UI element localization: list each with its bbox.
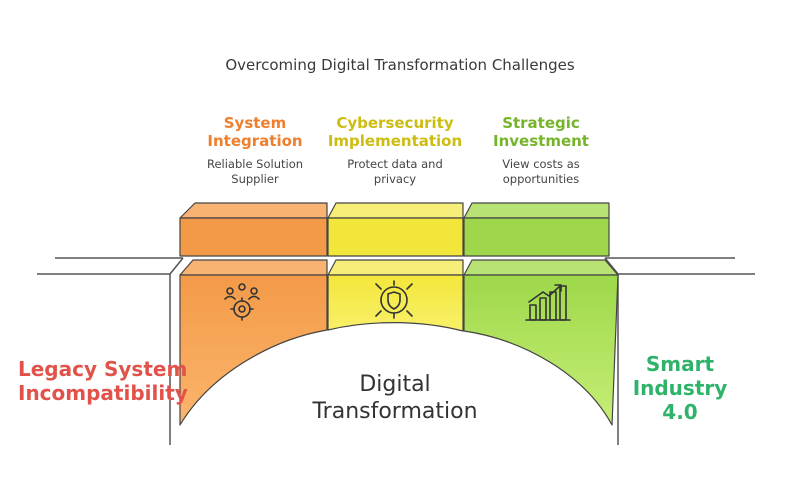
arch-block-yellow xyxy=(327,259,464,332)
growth-chart-icon xyxy=(525,284,571,321)
pillar-desc-cybersecurity: Protect data and privacy xyxy=(320,157,470,187)
pillar-title-cybersecurity: Cybersecurity Implementation xyxy=(320,114,470,150)
pillar-desc-line: privacy xyxy=(373,172,417,186)
pillar-title-line: Investment xyxy=(493,132,589,150)
pillar-title-system-integration: System Integration xyxy=(180,114,330,150)
pillar-title-line: System xyxy=(223,114,287,132)
pillar-title-line: Implementation xyxy=(327,132,463,150)
left-label-line: Incompatibility xyxy=(18,381,188,405)
pillar-desc-line: View costs as xyxy=(502,157,580,171)
pillar-title-line: Strategic xyxy=(502,114,580,132)
arch-block-orange xyxy=(179,259,328,426)
pillar-desc-line: Reliable Solution xyxy=(206,157,304,171)
pillar-title-line: Integration xyxy=(207,132,303,150)
center-label-digital-transformation: Digital Transformation xyxy=(270,371,520,425)
pillar-desc-system-integration: Reliable Solution Supplier xyxy=(180,157,330,187)
pillar-desc-strategic-investment: View costs as opportunities xyxy=(466,157,616,187)
right-label-line: Smart xyxy=(645,352,715,376)
ground-lines xyxy=(37,257,755,445)
pillar-desc-line: opportunities xyxy=(502,172,580,186)
right-label-smart-industry: Smart Industry 4.0 xyxy=(625,352,735,424)
deck-block-green xyxy=(463,202,610,257)
pillar-title-line: Cybersecurity xyxy=(336,114,454,132)
pillar-title-strategic-investment: Strategic Investment xyxy=(466,114,616,150)
deck-block-yellow xyxy=(327,202,464,257)
right-label-line: Industry xyxy=(632,376,728,400)
left-corner-line xyxy=(169,257,184,275)
center-label-line: Transformation xyxy=(312,399,478,424)
pillar-desc-line: Supplier xyxy=(231,172,279,186)
deck-block-orange xyxy=(179,202,328,257)
right-corner-line xyxy=(604,257,619,275)
arch-block-green xyxy=(463,259,619,426)
shield-network-icon xyxy=(375,280,413,319)
diagram-title: Overcoming Digital Transformation Challe… xyxy=(225,56,575,74)
pillar-desc-line: Protect data and xyxy=(347,157,443,171)
left-label-legacy-system: Legacy System Incompatibility xyxy=(18,357,188,405)
center-label-line: Digital xyxy=(359,372,431,397)
right-label-line: 4.0 xyxy=(662,400,698,424)
left-label-line: Legacy System xyxy=(18,357,188,381)
gears-people-icon xyxy=(224,283,260,321)
